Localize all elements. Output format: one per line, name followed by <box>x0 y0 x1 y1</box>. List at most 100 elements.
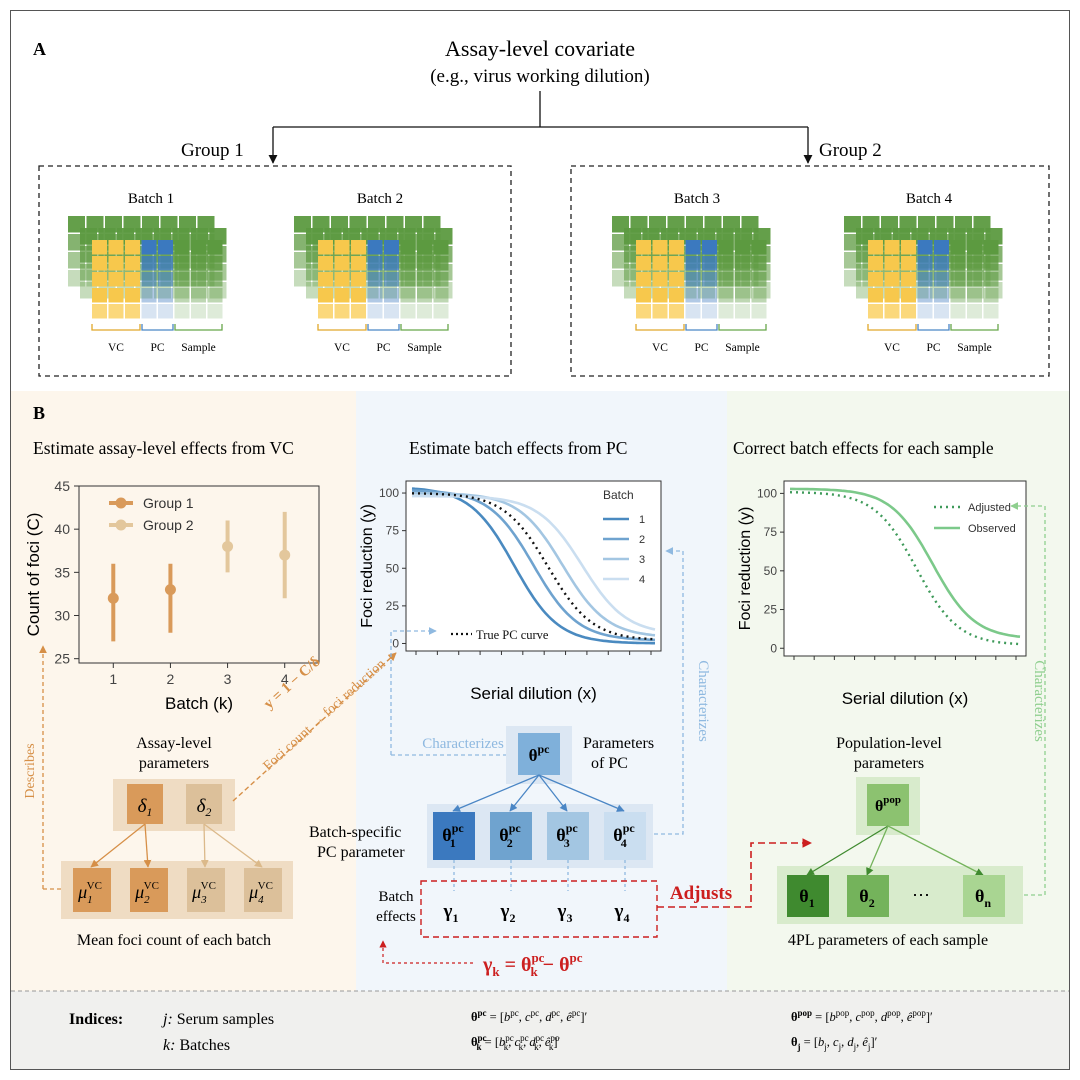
chart1-legend-label: Group 2 <box>143 517 194 533</box>
group1-box <box>38 165 512 377</box>
assay-params-title-1: Assay-level <box>136 735 212 752</box>
vc-bracket-3 <box>635 324 685 331</box>
vc-label-1: VC <box>108 342 124 354</box>
chart1-point <box>222 540 234 552</box>
panel-a-label: A <box>33 39 46 59</box>
theta-j2-box <box>847 875 889 917</box>
mu3-label: μ3VC <box>191 880 216 906</box>
col3-title: Correct batch effects for each sample <box>733 438 994 458</box>
theta-k3-box <box>547 812 589 860</box>
sample-label-2: Sample <box>407 342 442 354</box>
theta-pc-box <box>518 733 560 775</box>
chart1-frame <box>78 485 320 664</box>
sample-bracket-1 <box>174 324 223 331</box>
vc-bracket-2 <box>317 324 367 331</box>
theta-pop-to-j-arrow-4 <box>887 825 984 876</box>
pc-bracket-1 <box>141 324 174 331</box>
chart1-xtick-label: 2 <box>167 671 175 687</box>
sample-label-4: Sample <box>957 342 992 354</box>
delta-to-mu-arrow-3 <box>200 823 209 868</box>
chart1-point <box>107 592 119 604</box>
chart3-ytick-label: 25 <box>764 603 778 617</box>
chart1-legend-label: Group 1 <box>143 495 194 511</box>
chart2-ytick-label: 100 <box>379 486 399 500</box>
chart3-ytick-label: 100 <box>757 486 777 500</box>
chart2-annotation: True PC curve <box>476 628 549 642</box>
characterizes-label-green: Characterizes <box>1031 660 1047 742</box>
eq-theta-pc: θpc = [bpc, cpc, dpc, êpc]′ <box>471 1008 588 1024</box>
chart1-ytick-label: 45 <box>54 478 70 494</box>
gamma-eq-arrow <box>379 940 473 964</box>
vc-label-2: VC <box>334 342 350 354</box>
gamma2-label: γ2 <box>500 901 516 925</box>
chart3-legend-label-2: Observed <box>968 523 1016 535</box>
characterizes-arrow-green <box>1010 502 1046 896</box>
panel-b-label: B <box>33 403 45 423</box>
theta-pop-to-j-arrow-1 <box>806 825 889 876</box>
batch-specific-1: Batch-specific <box>309 824 401 841</box>
assay-params-title-2: parameters <box>139 755 209 772</box>
pc-label-3: PC <box>694 342 708 354</box>
batch-title-3: Batch 3 <box>674 191 720 207</box>
theta-j4-box <box>963 875 1005 917</box>
batch-title-1: Batch 1 <box>128 191 174 207</box>
adjusts-arrow <box>657 838 812 908</box>
characterizes-label-left: Characterizes <box>422 736 504 752</box>
chart1-ytick-label: 25 <box>54 651 70 667</box>
delta1-box <box>127 784 163 824</box>
theta-j4-label: θn <box>975 886 991 910</box>
chart1-xtick-label: 3 <box>224 671 232 687</box>
pc-bracket-4 <box>917 324 950 331</box>
gamma1-label: γ1 <box>443 901 459 925</box>
figure-canvas: A Assay-level covariate (e.g., virus wor… <box>11 36 1069 1069</box>
mu4-label: μ4VC <box>248 880 273 906</box>
chart3-curve-1 <box>789 491 1021 646</box>
index-j: j: Serum samples <box>161 1011 274 1028</box>
chart1-ylabel: Count of foci (C) <box>24 513 43 637</box>
theta-j1-label: θ1 <box>799 886 814 910</box>
chart1-point <box>164 584 176 596</box>
delta-to-mu-arrow-4 <box>203 823 263 868</box>
chart1-ytick-label: 30 <box>54 608 70 624</box>
characterizes-arrow-right <box>654 547 684 835</box>
chart2-ylabel: Foci reduction (y) <box>359 504 376 628</box>
chart1-xlabel: Batch (k) <box>165 694 233 713</box>
indices-label: Indices: <box>69 1011 123 1028</box>
mu2-box <box>130 868 168 912</box>
chart3-ytick-label: 50 <box>764 564 778 578</box>
vc-label-4: VC <box>884 342 900 354</box>
chart3-ytick-label: 0 <box>770 641 777 655</box>
mean-foci-label: Mean foci count of each batch <box>77 932 271 949</box>
group2-label: Group 2 <box>819 140 882 161</box>
chart3-xlabel: Serial dilution (x) <box>842 689 969 708</box>
chart1-ytick-label: 35 <box>54 564 70 580</box>
pop-params-title-1: Population-level <box>836 735 942 752</box>
chart2-curve-3 <box>412 491 656 637</box>
group1-label: Group 1 <box>181 140 244 161</box>
front-plate-4 <box>868 240 999 319</box>
front-plate-3 <box>636 240 767 319</box>
indices-background <box>11 991 1069 1069</box>
chart2-legend-label-1: 1 <box>639 514 645 526</box>
theta-pc-to-k-arrow-1 <box>452 774 540 812</box>
chart2-legend-label-2: 2 <box>639 534 645 546</box>
four-pl-label: 4PL parameters of each sample <box>788 932 988 949</box>
chart1-xtick-label: 1 <box>109 671 117 687</box>
theta-pc-to-k-arrow-4 <box>538 774 625 812</box>
chart3-legend-label-1: Adjusted <box>968 502 1011 514</box>
theta-pop-to-j-arrow-2 <box>866 825 889 876</box>
mu4-box <box>244 868 282 912</box>
eq-theta-pop: θpop = [bpop, cpop, dpop, êpop]′ <box>791 1008 933 1024</box>
mu3-box <box>187 868 225 912</box>
sample-bracket-4 <box>950 324 999 331</box>
characterizes-label-right: Characterizes <box>695 660 711 742</box>
col2-title: Estimate batch effects from PC <box>409 438 627 458</box>
foci-reduction-arrow <box>232 652 397 802</box>
pop-params-title-2: parameters <box>854 755 924 772</box>
sample-label-1: Sample <box>181 342 216 354</box>
